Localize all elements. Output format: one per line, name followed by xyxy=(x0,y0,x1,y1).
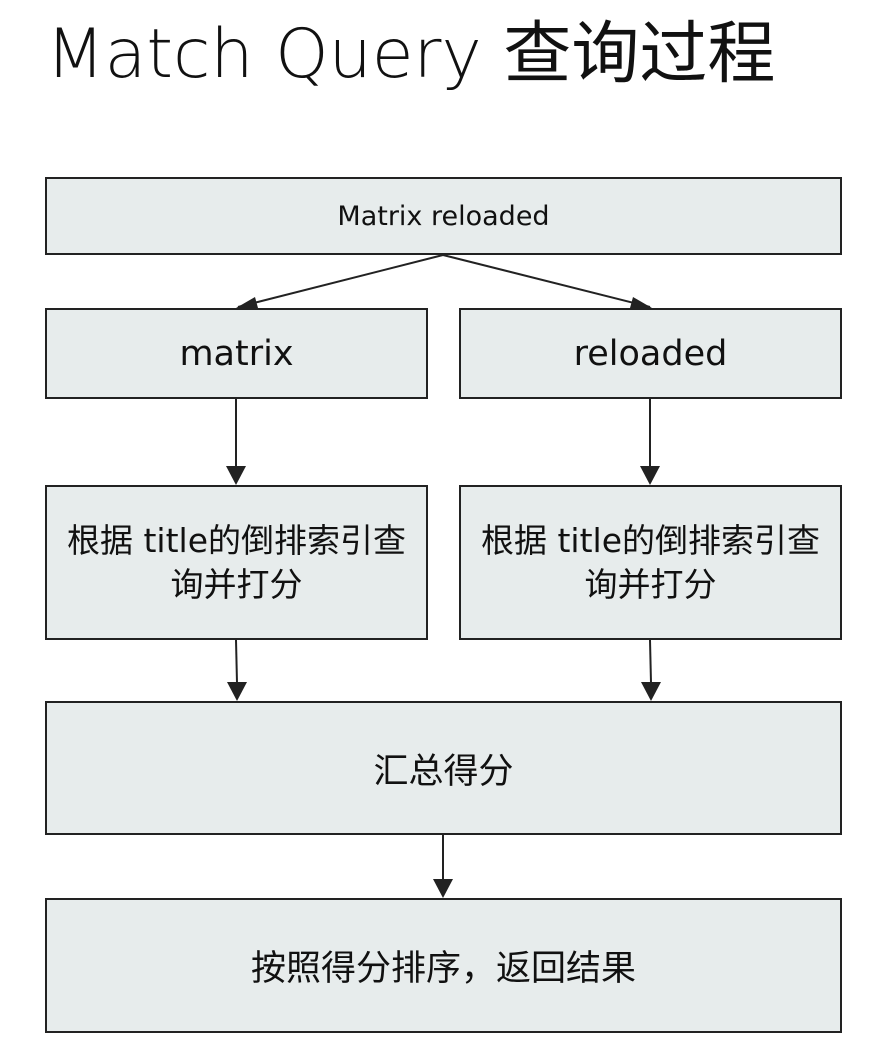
score-matrix-box: 根据 title的倒排索引查询并打分 xyxy=(45,485,428,640)
arrowhead-matrix-to-score xyxy=(226,466,246,485)
arrowhead-reloaded-to-score xyxy=(640,466,660,485)
query-box: Matrix reloaded xyxy=(45,177,842,255)
arrowhead-score-right-to-sum xyxy=(641,682,661,701)
sort-results-label: 按照得分排序，返回结果 xyxy=(250,949,636,989)
sort-results-box: 按照得分排序，返回结果 xyxy=(45,898,842,1033)
sum-score-box: 汇总得分 xyxy=(45,701,842,835)
score-matrix-label: 根据 title的倒排索引查询并打分 xyxy=(66,520,406,604)
arrowhead-query-to-reloaded xyxy=(630,297,652,308)
arrow-score-left-to-sum xyxy=(235,639,238,684)
query-label: Matrix reloaded xyxy=(337,200,550,232)
term-reloaded-box: reloaded xyxy=(459,308,842,399)
score-reloaded-label: 根据 title的倒排索引查询并打分 xyxy=(480,520,820,604)
arrow-score-right-to-sum xyxy=(649,639,652,684)
arrowhead-sum-to-sort xyxy=(433,879,453,898)
page-title: Match Query 查询过程 xyxy=(46,15,776,94)
arrowhead-query-to-matrix xyxy=(236,297,258,308)
term-reloaded-label: reloaded xyxy=(573,333,728,374)
sum-score-label: 汇总得分 xyxy=(373,751,514,792)
term-matrix-label: matrix xyxy=(179,333,294,374)
term-matrix-box: matrix xyxy=(45,308,428,399)
arrow-query-to-reloaded xyxy=(442,254,651,308)
arrowhead-score-left-to-sum xyxy=(227,682,247,701)
arrow-query-to-matrix xyxy=(237,254,444,308)
score-reloaded-box: 根据 title的倒排索引查询并打分 xyxy=(459,485,842,640)
